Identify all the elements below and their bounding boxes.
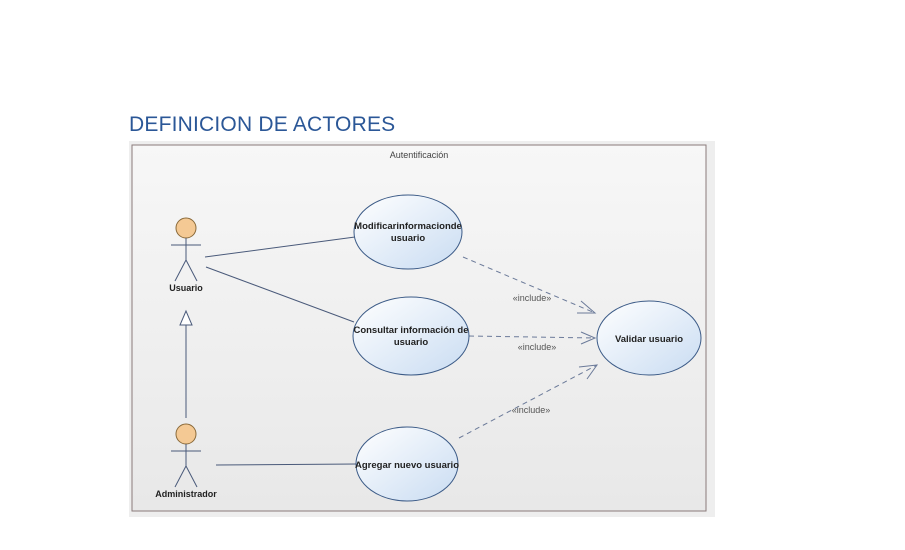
actor-administrador-head — [175, 423, 197, 445]
association-usuario-modificar — [204, 236, 356, 258]
use-case-validar[interactable]: Validar usuario — [596, 300, 702, 376]
include-modificar-validar — [462, 256, 597, 314]
system-boundary-title: Autentificación — [390, 150, 449, 160]
page-heading: DEFINICION DE ACTORES — [129, 113, 396, 136]
actor-usuario[interactable]: Usuario — [169, 217, 203, 293]
use-case-agregar[interactable]: Agregar nuevo usuario — [355, 426, 459, 502]
association-usuario-consultar — [205, 266, 355, 323]
diagram-canvas: Autentificación «include» «include» «inc… — [131, 144, 707, 512]
use-case-consultar[interactable]: Consultar información de usuario — [352, 296, 470, 376]
use-case-agregar-line-1: Agregar nuevo usuario — [355, 460, 459, 471]
include-agregar-validar — [458, 364, 599, 439]
include-consultar-validar — [468, 331, 597, 345]
use-case-consultar-line-2: usuario — [394, 337, 429, 348]
include-label-1: «include» — [513, 293, 552, 303]
include-label-2: «include» — [518, 342, 557, 352]
use-case-consultar-line-1: Consultar información de — [353, 325, 468, 336]
use-case-modificar-line-1: Modificarinformacionde — [354, 221, 462, 232]
use-case-diagram: Autentificación «include» «include» «inc… — [129, 141, 715, 517]
actor-usuario-head — [175, 217, 197, 239]
association-administrador-agregar — [215, 463, 358, 466]
actor-administrador-label: Administrador — [155, 489, 217, 499]
use-case-modificar[interactable]: Modificarinformacionde usuario — [353, 194, 463, 270]
use-case-modificar-line-2: usuario — [391, 233, 426, 244]
use-case-validar-line-1: Validar usuario — [615, 334, 683, 345]
include-label-3: «include» — [512, 405, 551, 415]
generalization-arrowhead — [179, 309, 193, 326]
actor-administrador[interactable]: Administrador — [155, 423, 217, 499]
actor-usuario-label: Usuario — [169, 283, 203, 293]
